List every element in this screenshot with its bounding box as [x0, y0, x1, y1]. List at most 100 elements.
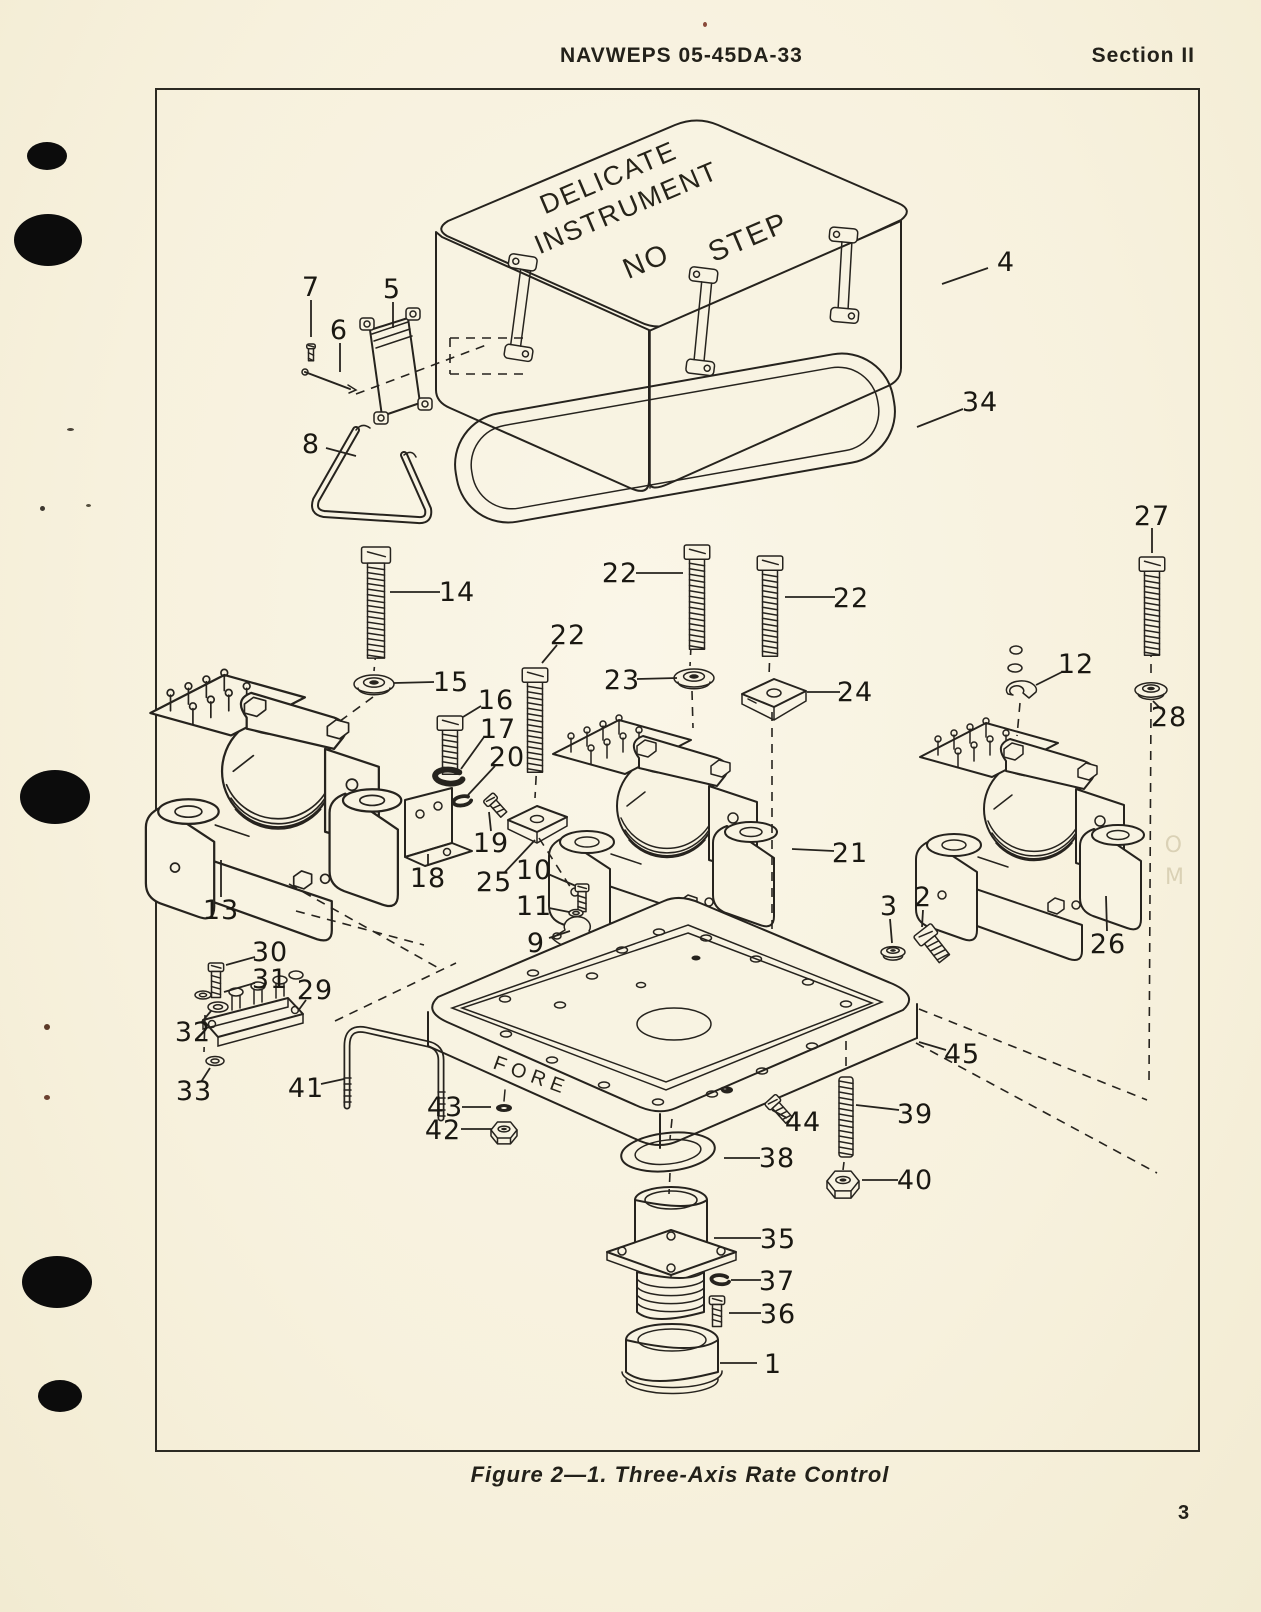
callout-label: 3	[880, 891, 898, 922]
callout-label: 2	[914, 882, 932, 913]
cover-clamp-bracket	[685, 266, 719, 377]
callout-label: 22	[602, 558, 638, 589]
callout-label: 45	[944, 1039, 980, 1070]
punch-hole-mark	[38, 1380, 82, 1412]
threaded-stud	[838, 1076, 854, 1158]
callout-label: 24	[837, 677, 873, 708]
machine-screw	[913, 923, 951, 964]
bleed-through-mark: M	[1165, 865, 1184, 890]
figure-frame	[155, 88, 1200, 1452]
callout-label: 37	[759, 1266, 795, 1297]
hex-nut	[490, 1121, 518, 1145]
retaining-ring	[709, 1273, 731, 1287]
retaining-ring	[432, 766, 466, 787]
callout-label: 38	[759, 1143, 795, 1174]
paper-speck	[703, 22, 707, 27]
callout-label: 16	[478, 685, 514, 716]
callout-label: 22	[550, 620, 586, 651]
callout-label: 23	[604, 665, 640, 696]
callout-leader-line	[393, 681, 435, 684]
callout-label: 32	[175, 1017, 211, 1048]
section-label: Section II	[1091, 44, 1195, 67]
callout-label: 36	[760, 1299, 796, 1330]
callout-label: 40	[897, 1165, 933, 1196]
u-bolt	[343, 1025, 446, 1122]
callout-leader-line	[467, 765, 496, 796]
callout-label: 39	[897, 1099, 933, 1130]
flat-washer	[720, 1086, 730, 1092]
callout-label: 35	[760, 1224, 796, 1255]
paper-speck	[67, 428, 74, 431]
flat-washer	[207, 1001, 229, 1013]
cup-washer	[673, 668, 715, 690]
machine-screw	[683, 544, 711, 650]
bleed-through-mark: O	[1165, 833, 1182, 858]
callout-label: 21	[832, 838, 868, 869]
machine-screw	[521, 667, 549, 773]
callout-leader-line	[918, 1041, 947, 1051]
callout-leader-line	[225, 956, 256, 966]
flat-washer	[194, 990, 212, 1000]
callout-leader-line	[916, 408, 964, 428]
callout-label: 29	[297, 975, 333, 1006]
callout-leader-line	[460, 736, 485, 770]
callout-label: 11	[516, 891, 552, 922]
callout-leader-line	[548, 907, 570, 913]
callout-leader-line	[200, 1010, 212, 1024]
callout-leader-line	[504, 839, 536, 873]
gyro-assembly-left	[144, 668, 403, 942]
cover-clamp-bracket	[828, 226, 860, 324]
callout-leader-line	[223, 982, 256, 993]
machine-screw	[574, 883, 590, 913]
hex-nut	[826, 1170, 860, 1199]
callout-leader-line	[541, 644, 558, 664]
callout-leader-line	[1152, 700, 1162, 710]
callout-leader-line	[320, 1078, 345, 1085]
callout-leader-line	[636, 677, 678, 680]
callout-label: 20	[489, 742, 525, 773]
callout-leader-line	[200, 1067, 211, 1083]
cover-clamp-bracket	[503, 253, 538, 363]
cup-washer	[353, 674, 395, 696]
callout-label: 12	[1058, 649, 1094, 680]
retaining-ring	[451, 794, 474, 808]
callout-leader-line	[921, 909, 924, 928]
punch-hole-mark	[27, 142, 67, 170]
callout-label: 15	[433, 667, 469, 698]
figure-caption: Figure 2—1. Three-Axis Rate Control	[470, 1462, 890, 1487]
callout-label: 5	[383, 274, 401, 305]
page-number: 3	[1178, 1502, 1190, 1524]
punch-hole-mark	[14, 214, 82, 266]
callout-leader-line	[547, 873, 577, 887]
paper-speck	[44, 1095, 50, 1100]
punch-hole-mark	[22, 1256, 92, 1308]
wire-bail	[311, 424, 433, 525]
callout-label: 28	[1151, 702, 1187, 733]
machine-screw	[756, 555, 784, 657]
callout-label: 14	[439, 577, 475, 608]
callout-label: 22	[833, 583, 869, 614]
callout-label: 25	[476, 867, 512, 898]
machine-screw	[436, 715, 464, 775]
callout-leader-line	[297, 999, 307, 1012]
mounting-pad	[741, 678, 807, 721]
connector-cap	[621, 1323, 723, 1395]
callout-label: 8	[302, 429, 320, 460]
callout-leader-line	[1035, 671, 1063, 686]
o-ring-gasket	[620, 1131, 716, 1173]
machine-screw	[207, 962, 225, 999]
hinge-pin	[301, 368, 358, 394]
callout-label: 31	[252, 964, 288, 995]
flat-washer	[568, 908, 584, 918]
gyro-assembly-right	[915, 717, 1145, 961]
mounting-pad	[507, 805, 568, 844]
machine-screw	[360, 546, 392, 659]
paper-speck	[44, 1024, 50, 1030]
callout-leader-line	[325, 447, 357, 457]
machine-screw	[483, 792, 508, 818]
paper-speck	[40, 506, 45, 511]
flat-washer	[496, 1104, 512, 1112]
callout-label: 4	[997, 247, 1015, 278]
callout-leader-line	[889, 918, 893, 944]
